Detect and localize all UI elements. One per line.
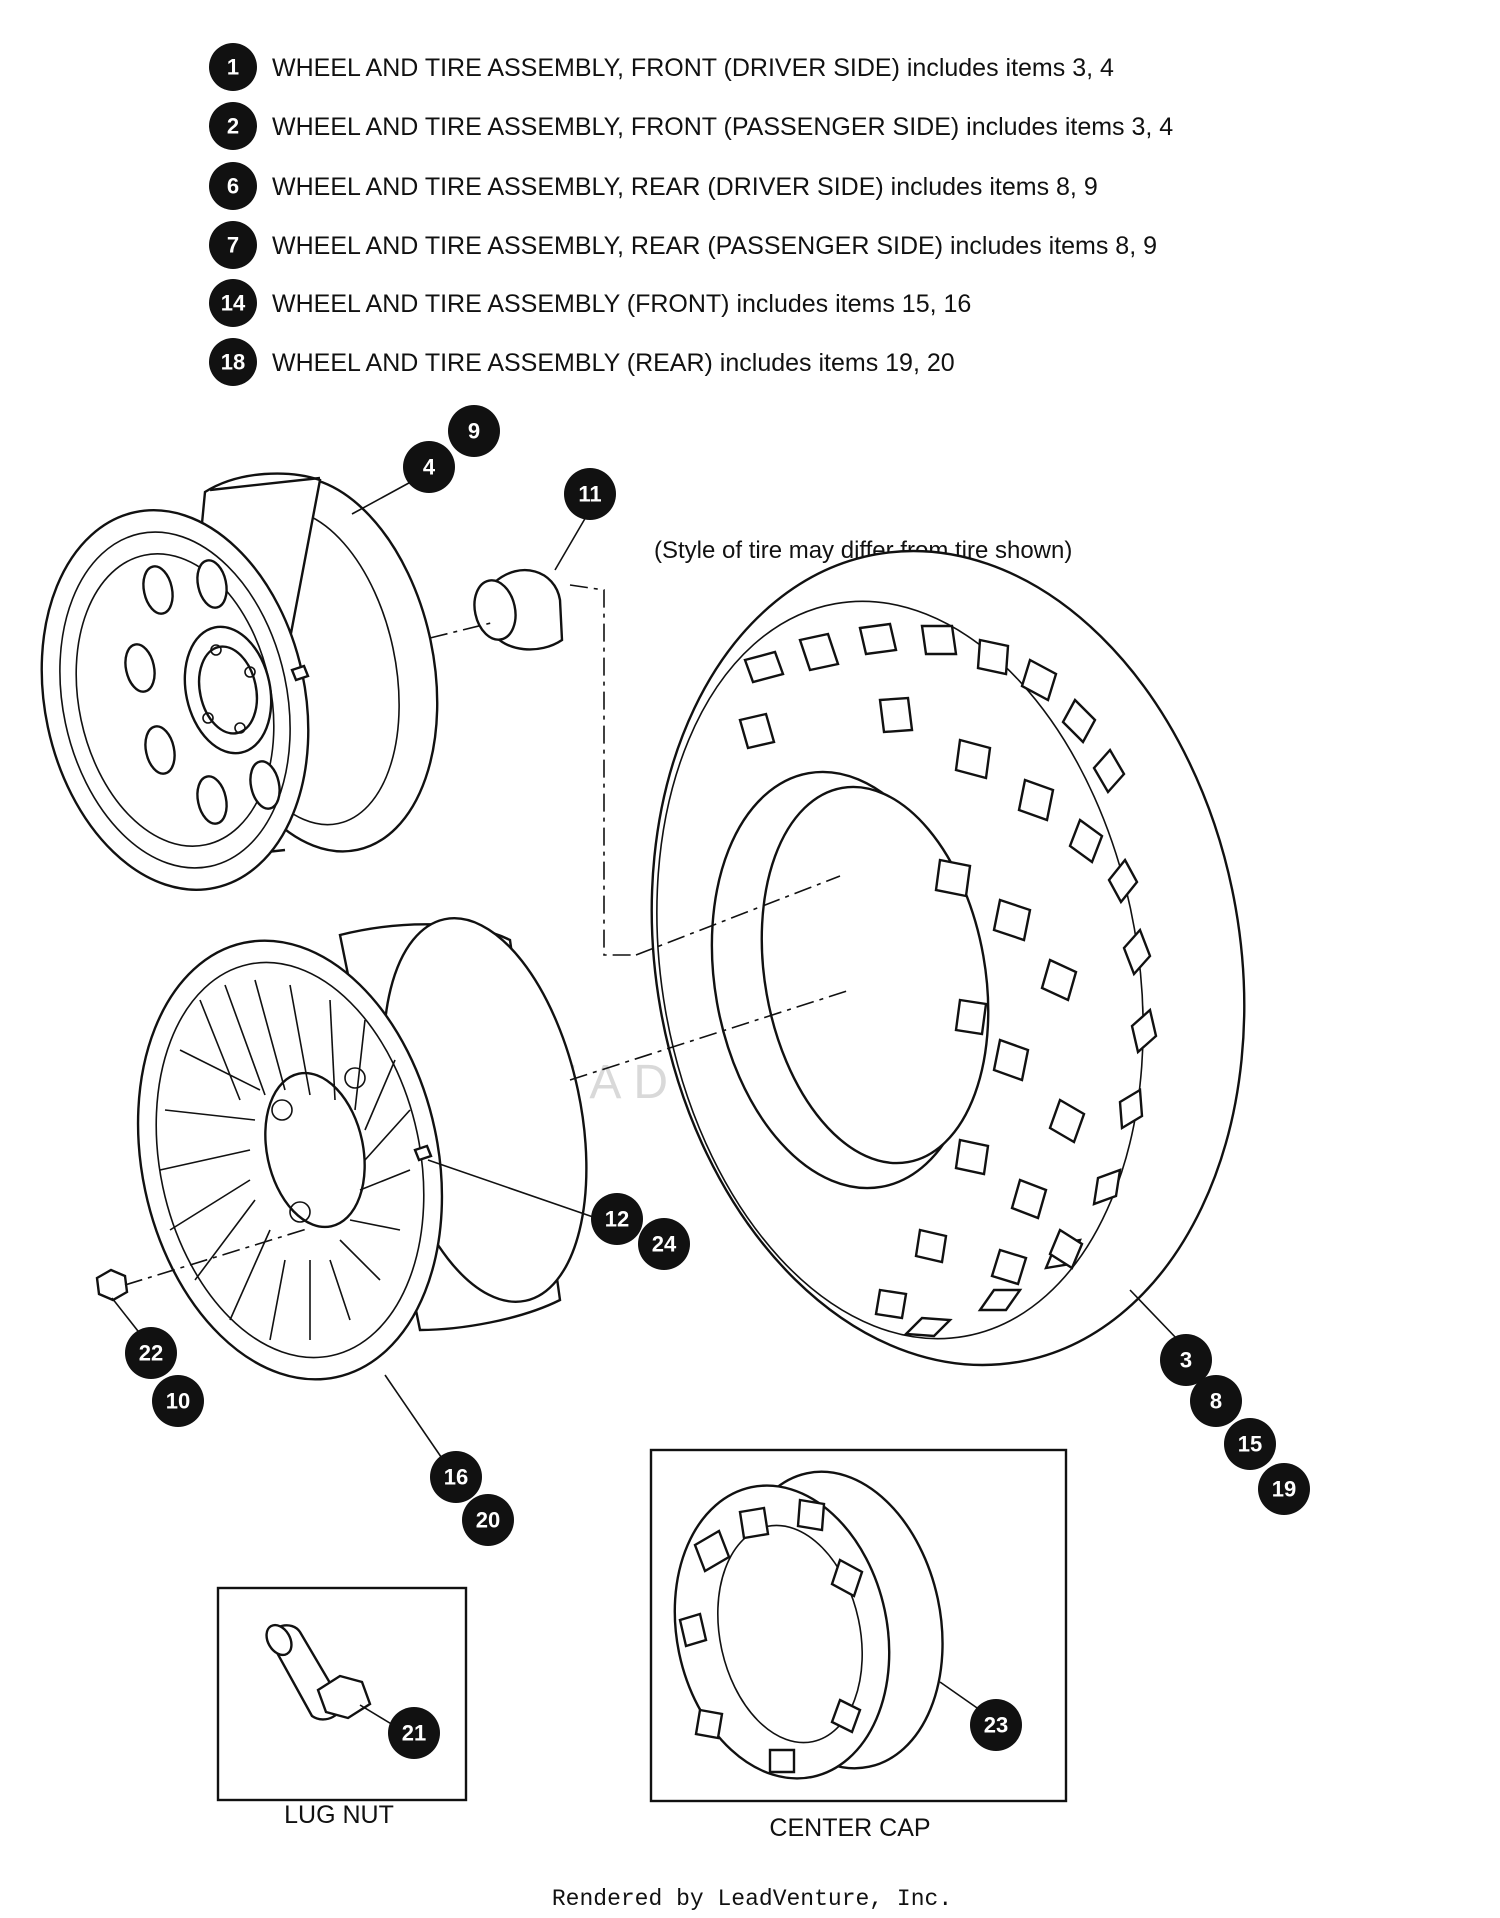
legend-badge-7[interactable]: 7 — [209, 221, 257, 269]
svg-text:14: 14 — [221, 291, 246, 316]
svg-text:11: 11 — [578, 482, 601, 507]
svg-text:20: 20 — [476, 1508, 500, 1533]
legend-badge-14[interactable]: 14 — [209, 279, 257, 327]
legend-badge-2[interactable]: 2 — [209, 102, 257, 150]
callout-8[interactable]: 8 — [1190, 1375, 1242, 1427]
center-cap-inset: 23 CENTER CAP — [649, 1448, 1068, 1842]
callout-10[interactable]: 10 — [152, 1375, 204, 1427]
callouts: 9 4 11 12 24 22 10 16 20 3 8 15 19 — [125, 405, 1310, 1546]
legend-item-7: WHEEL AND TIRE ASSEMBLY, REAR (PASSENGER… — [272, 232, 1157, 260]
svg-text:15: 15 — [1238, 1432, 1262, 1457]
svg-text:18: 18 — [221, 350, 245, 375]
footer-credit: Rendered by LeadVenture, Inc. — [552, 1886, 952, 1912]
svg-text:2: 2 — [227, 114, 239, 139]
svg-text:24: 24 — [652, 1232, 677, 1257]
callout-20[interactable]: 20 — [462, 1494, 514, 1546]
lug-nut-part — [95, 1268, 129, 1302]
svg-text:6: 6 — [227, 174, 239, 199]
callout-4[interactable]: 4 — [403, 441, 455, 493]
svg-text:21: 21 — [402, 1721, 426, 1746]
svg-text:12: 12 — [605, 1207, 629, 1232]
callout-11[interactable]: 11 — [564, 468, 616, 520]
svg-text:9: 9 — [468, 419, 480, 444]
callout-9[interactable]: 9 — [448, 405, 500, 457]
callout-19[interactable]: 19 — [1258, 1463, 1310, 1515]
alloy-wheel-drawing — [136, 917, 588, 1381]
callout-24[interactable]: 24 — [638, 1218, 690, 1270]
svg-text:22: 22 — [139, 1341, 163, 1366]
svg-text:3: 3 — [1180, 1348, 1192, 1373]
legend-item-14: WHEEL AND TIRE ASSEMBLY (FRONT) includes… — [272, 290, 971, 318]
legend-item-6: WHEEL AND TIRE ASSEMBLY, REAR (DRIVER SI… — [272, 173, 1098, 201]
callout-16[interactable]: 16 — [430, 1451, 482, 1503]
legend-badge-6[interactable]: 6 — [209, 162, 257, 210]
svg-text:1: 1 — [227, 55, 239, 80]
legend-badge-1[interactable]: 1 — [209, 43, 257, 91]
center-cap-detail-drawing — [673, 1470, 944, 1780]
callout-3[interactable]: 3 — [1160, 1334, 1212, 1386]
callout-21[interactable]: 21 — [388, 1707, 440, 1759]
callout-15[interactable]: 15 — [1224, 1418, 1276, 1470]
callout-23[interactable]: 23 — [970, 1699, 1022, 1751]
legend-badge-18[interactable]: 18 — [209, 338, 257, 386]
lug-nut-caption: LUG NUT — [284, 1801, 394, 1829]
callout-22[interactable]: 22 — [125, 1327, 177, 1379]
svg-text:23: 23 — [984, 1713, 1008, 1738]
center-cap-caption: CENTER CAP — [769, 1814, 930, 1842]
assembly-lines — [111, 477, 1179, 1471]
svg-text:7: 7 — [227, 233, 239, 258]
hub-cap-part — [473, 568, 564, 651]
legend-item-2: WHEEL AND TIRE ASSEMBLY, FRONT (PASSENGE… — [272, 113, 1173, 141]
steel-wheel-drawing — [40, 472, 439, 891]
callout-12[interactable]: 12 — [591, 1193, 643, 1245]
lug-nut-inset: 21 LUG NUT — [216, 1586, 468, 1829]
tire-drawing — [650, 549, 1246, 1367]
svg-text:19: 19 — [1272, 1477, 1296, 1502]
svg-text:16: 16 — [444, 1465, 468, 1490]
svg-text:8: 8 — [1210, 1389, 1222, 1414]
svg-text:4: 4 — [423, 455, 436, 480]
lug-nut-detail-drawing — [265, 1623, 372, 1721]
legend-item-18: WHEEL AND TIRE ASSEMBLY (REAR) includes … — [272, 349, 955, 377]
legend-item-1: WHEEL AND TIRE ASSEMBLY, FRONT (DRIVER S… — [272, 54, 1114, 82]
svg-text:10: 10 — [166, 1389, 190, 1414]
legend: 1 WHEEL AND TIRE ASSEMBLY, FRONT (DRIVER… — [209, 43, 1173, 386]
